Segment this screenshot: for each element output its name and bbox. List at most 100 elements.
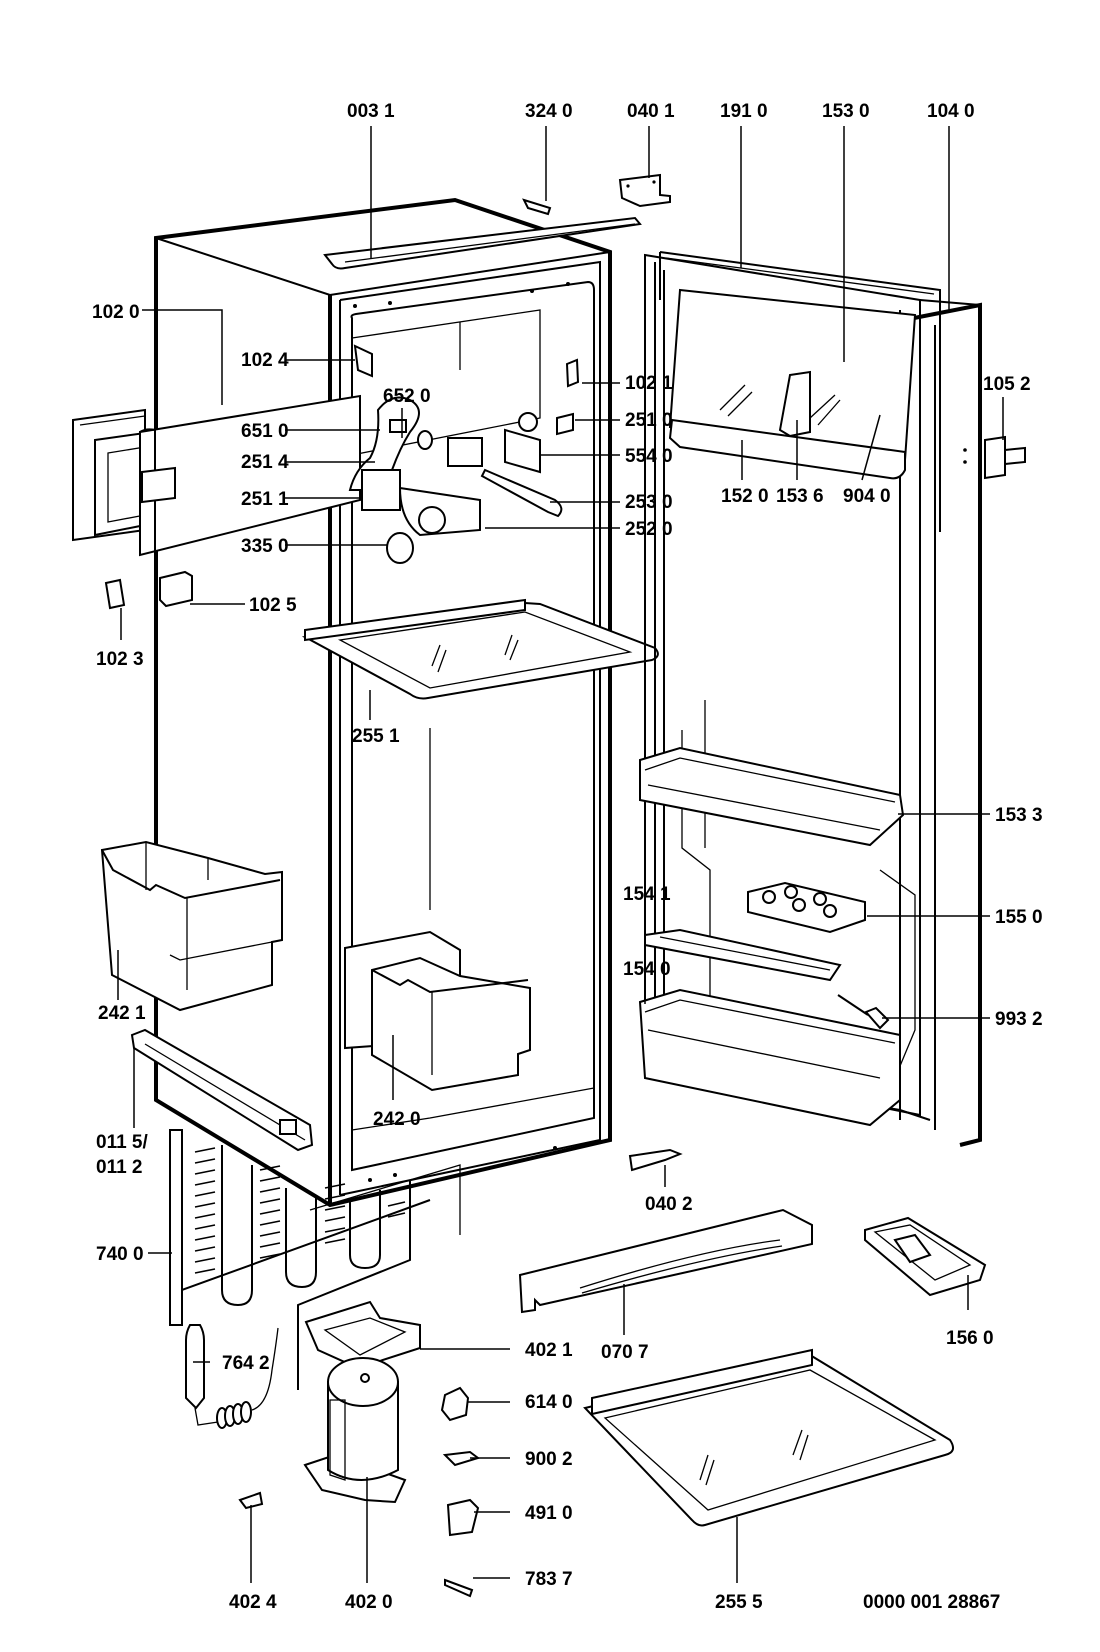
part-labels: 003 1 324 0 040 1 191 0 153 0 104 0 102 … <box>92 101 1043 1613</box>
label-102-0: 102 0 <box>92 302 140 323</box>
label-324-0: 324 0 <box>525 101 573 122</box>
condenser-fin <box>194 1246 216 1252</box>
label-155-0: 155 0 <box>995 907 1043 928</box>
condenser-fin <box>324 1205 346 1211</box>
label-153-0: 153 0 <box>822 101 870 122</box>
freezer-door-gasket <box>72 408 146 542</box>
label-104-0: 104 0 <box>927 101 975 122</box>
label-040-1: 040 1 <box>627 101 675 122</box>
label-402-4: 402 4 <box>229 1592 277 1613</box>
label-242-0: 242 0 <box>373 1109 421 1130</box>
label-154-1: 154 1 <box>623 884 671 905</box>
freezer-basket-left <box>100 840 283 1012</box>
label-152-0: 152 0 <box>721 486 769 507</box>
ice-cube-tray <box>864 1216 987 1297</box>
drawing-number: 0000 001 28867 <box>863 1592 1000 1613</box>
condenser-fin <box>259 1198 281 1204</box>
condenser-fin <box>324 1183 346 1189</box>
label-904-0: 904 0 <box>843 486 891 507</box>
condenser-fin <box>194 1235 216 1241</box>
label-102-4: 102 4 <box>241 350 289 371</box>
label-335-0: 335 0 <box>241 536 289 557</box>
condenser <box>169 1129 461 1390</box>
condenser-fin <box>324 1194 346 1200</box>
condenser-fin <box>259 1187 281 1193</box>
thermostat-control-assembly <box>348 396 563 564</box>
door-bin-upper <box>639 746 905 847</box>
label-154-0: 154 0 <box>623 959 671 980</box>
label-153-6: 153 6 <box>776 486 824 507</box>
terminal-part <box>444 1578 474 1598</box>
label-764-2: 764 2 <box>222 1353 270 1374</box>
grommet-part <box>238 1491 264 1510</box>
compressor-mount-bracket <box>304 1300 421 1370</box>
condenser-fin <box>387 1212 406 1218</box>
condenser-fin <box>259 1253 281 1259</box>
label-003-1: 003 1 <box>347 101 395 122</box>
bottom-kick-rail <box>130 1028 314 1152</box>
label-402-1: 402 1 <box>525 1340 573 1361</box>
hinge-cover-part <box>159 570 193 608</box>
condenser-fin <box>324 1216 346 1222</box>
glass-shelf-lower <box>583 1348 955 1527</box>
dairy-compartment <box>668 288 917 480</box>
condenser-fin <box>259 1165 281 1171</box>
label-251-0: 251 0 <box>625 410 673 431</box>
label-740-0: 740 0 <box>96 1244 144 1265</box>
hinge-clip-part <box>104 578 126 610</box>
condenser-fin <box>194 1202 216 1208</box>
relay-part <box>440 1386 470 1422</box>
label-011-5: 011 5/ <box>96 1132 148 1153</box>
glass-shelf-upper <box>301 598 659 700</box>
condenser-fin <box>194 1169 216 1175</box>
condenser-fin <box>324 1227 346 1233</box>
label-993-2: 993 2 <box>995 1009 1043 1030</box>
condenser-fin <box>387 1201 406 1207</box>
label-251-1: 251 1 <box>241 489 289 510</box>
bottle-retainer-bar <box>644 928 842 982</box>
label-153-3: 153 3 <box>995 805 1043 826</box>
hinge-bracket-bottom <box>628 1148 683 1172</box>
label-253-0: 253 0 <box>625 492 673 513</box>
label-900-2: 900 2 <box>525 1449 573 1470</box>
condenser-fin <box>259 1220 281 1226</box>
label-255-5: 255 5 <box>715 1592 763 1613</box>
egg-tray <box>747 881 866 934</box>
condenser-fin <box>194 1147 216 1153</box>
label-251-4: 251 4 <box>241 452 289 473</box>
label-102-1: 102 1 <box>625 373 673 394</box>
scraper-tool <box>837 994 890 1030</box>
door-gasket <box>659 251 941 532</box>
label-652-0: 652 0 <box>383 386 431 407</box>
label-242-1: 242 1 <box>98 1003 146 1024</box>
label-614-0: 614 0 <box>525 1392 573 1413</box>
label-plate-part <box>556 412 574 436</box>
compressor <box>303 1357 407 1504</box>
condenser-fin <box>324 1238 346 1244</box>
label-156-0: 156 0 <box>946 1328 994 1349</box>
hinge-bracket-top <box>618 173 671 208</box>
label-040-2: 040 2 <box>645 1194 693 1215</box>
bottom-hinge <box>963 435 1026 480</box>
condenser-fin <box>259 1231 281 1237</box>
condenser-fin <box>259 1209 281 1215</box>
label-102-5: 102 5 <box>249 595 297 616</box>
label-783-7: 783 7 <box>525 1569 573 1590</box>
label-651-0: 651 0 <box>241 421 289 442</box>
drain-channel <box>518 1208 813 1314</box>
label-070-7: 070 7 <box>601 1342 649 1363</box>
condenser-fin <box>194 1191 216 1197</box>
leader-lines <box>117 126 1004 1583</box>
label-255-1: 255 1 <box>352 726 400 747</box>
condenser-fin <box>194 1268 216 1274</box>
condenser-fin <box>194 1213 216 1219</box>
clip-part <box>522 198 552 216</box>
overload-part <box>446 1498 480 1537</box>
condenser-fin <box>194 1180 216 1186</box>
label-491-0: 491 0 <box>525 1503 573 1524</box>
filter-dryer <box>185 1324 279 1429</box>
label-102-3: 102 3 <box>96 649 144 670</box>
label-011-2: 011 2 <box>96 1157 143 1178</box>
condenser-fin <box>259 1176 281 1182</box>
label-252-0: 252 0 <box>625 519 673 540</box>
